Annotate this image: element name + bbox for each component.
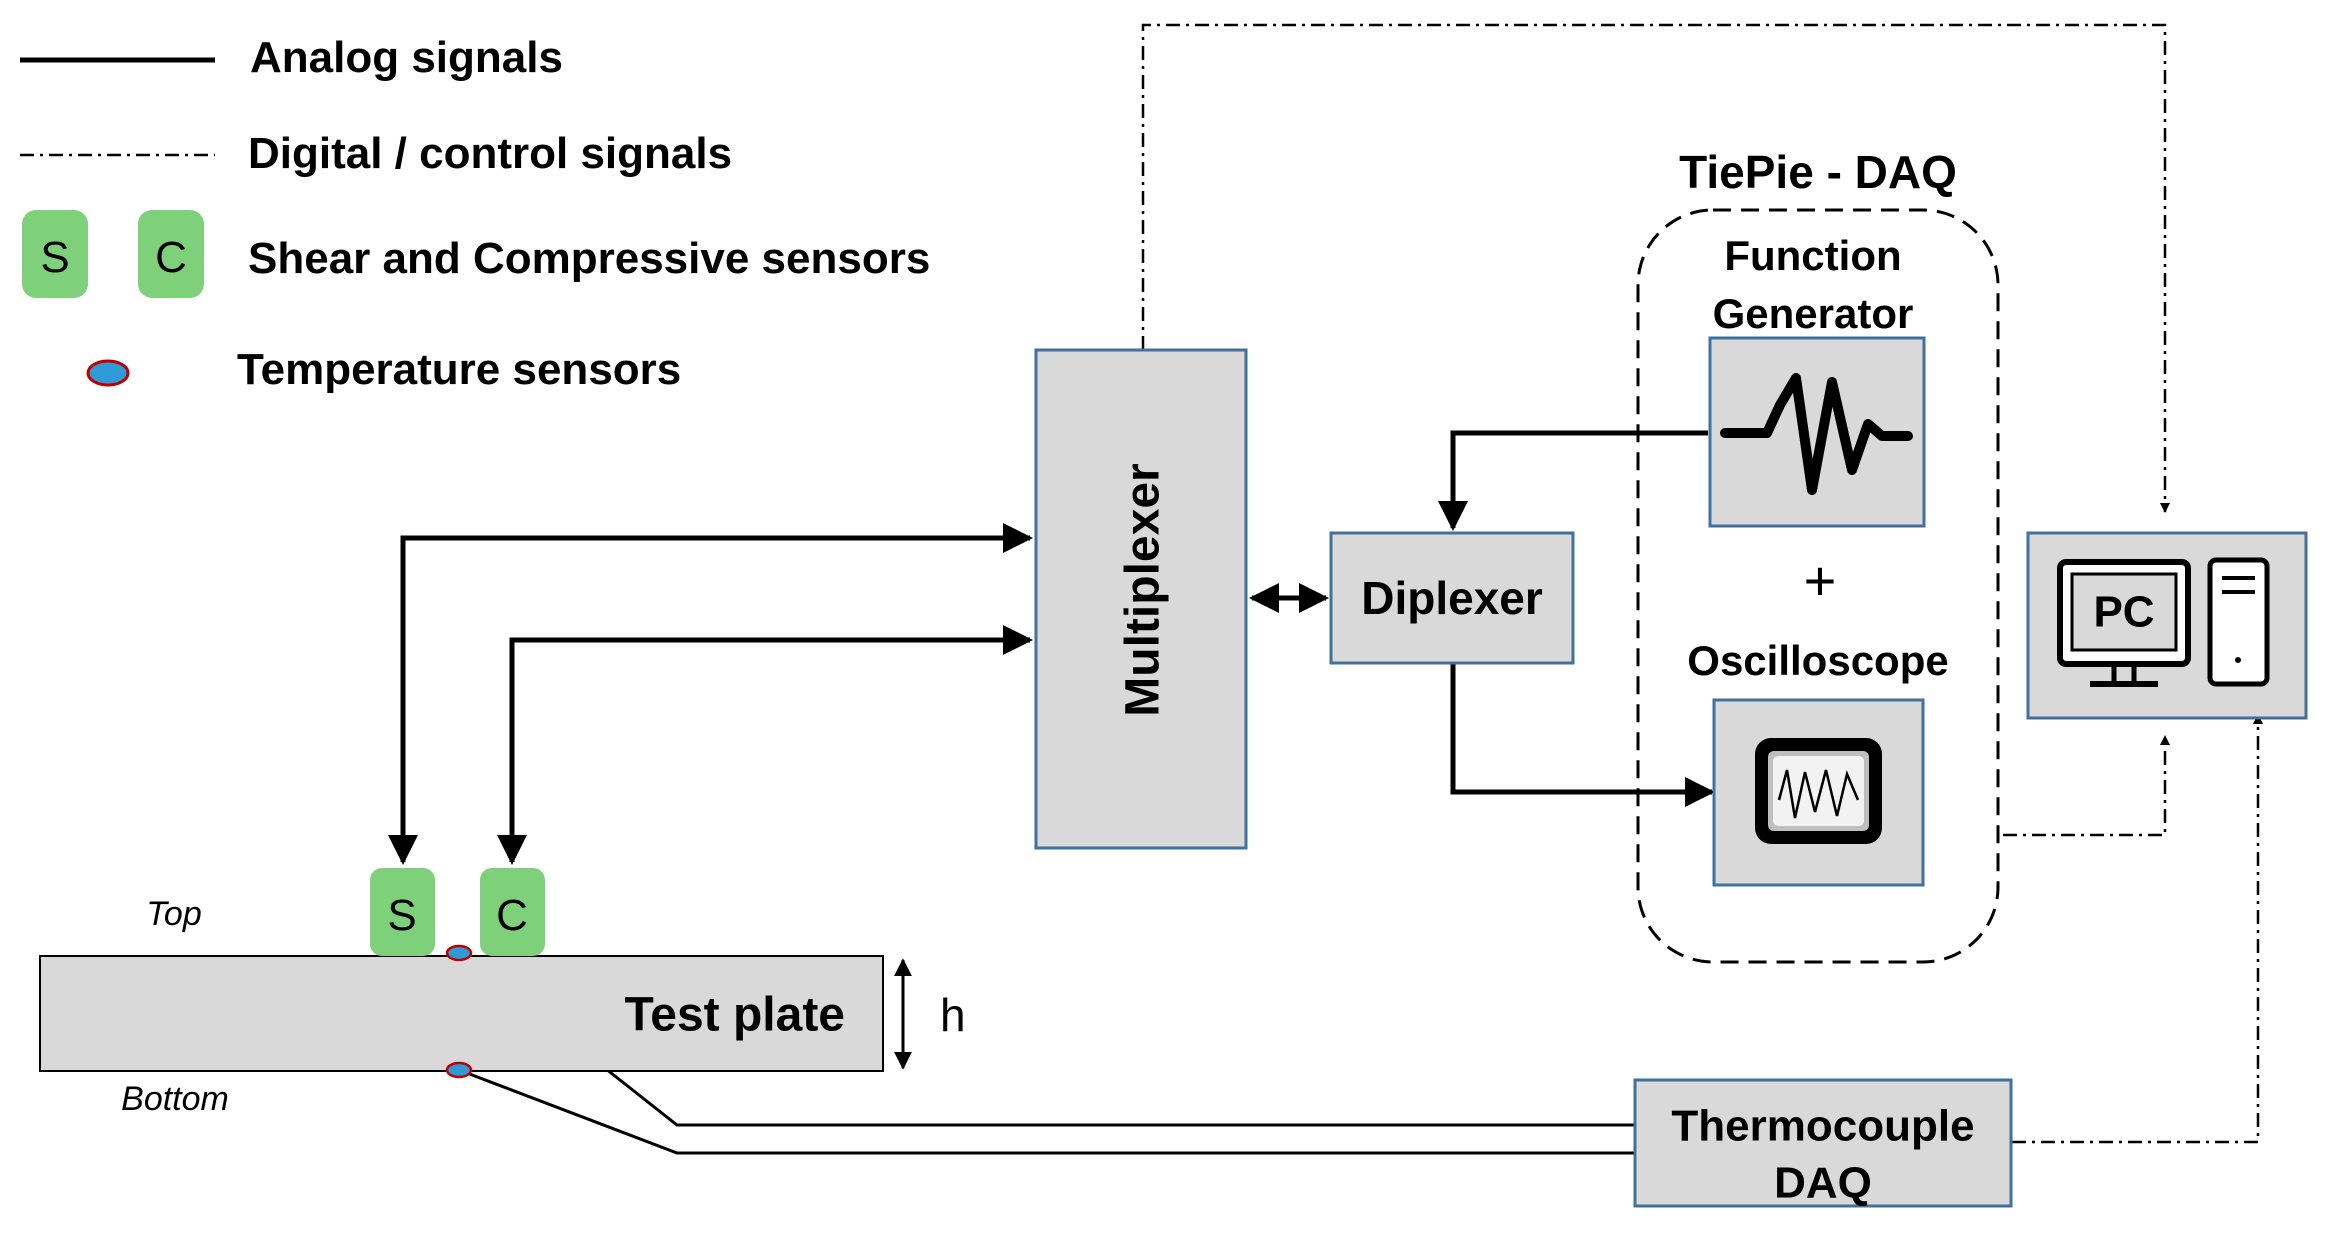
thermocouple-daq-label-1: Thermocouple xyxy=(1671,1102,1974,1151)
shear-sensor xyxy=(370,868,435,956)
digital-line-thermocouple-pc xyxy=(2012,714,2263,1144)
diplexer-box xyxy=(1329,531,1575,665)
analog-lines xyxy=(388,430,1715,865)
digital-line-daq-pc xyxy=(2003,735,2170,837)
diplexer-block: Diplexer xyxy=(1329,531,1575,665)
compressive-sensor xyxy=(480,868,545,956)
computer-icon xyxy=(2057,557,2270,687)
thickness-label: h xyxy=(940,989,966,1041)
daq-title: TiePie - DAQ xyxy=(1679,146,1957,198)
multiplexer-box xyxy=(1034,348,1248,850)
legend-temperature-sensor xyxy=(86,359,130,387)
multiplexer-block: Multiplexer xyxy=(1034,348,1248,850)
legend-shear-sensor xyxy=(22,210,88,298)
legend-digital-label: Digital / control signals xyxy=(248,129,732,178)
daq-dashed-enclosure xyxy=(1636,208,2000,964)
test-plate-label: Test plate xyxy=(625,989,846,1042)
thermocouple-daq-block: Thermocouple DAQ xyxy=(1633,1078,2013,1208)
legend: Analog signals Digital / control signals… xyxy=(20,33,930,394)
legend-analog-label: Analog signals xyxy=(250,33,563,82)
diplexer-label: Diplexer xyxy=(1361,572,1543,624)
plate-bottom-label: Bottom xyxy=(121,1080,229,1118)
shear-sensor-letter: S xyxy=(387,891,416,940)
thermocouple-daq-box xyxy=(1633,1078,2013,1208)
compressive-sensor-letter: C xyxy=(496,891,528,940)
legend-compressive-letter: C xyxy=(155,233,187,282)
oscilloscope-label: Oscilloscope xyxy=(1687,637,1948,684)
thermocouple-daq-label-2: DAQ xyxy=(1774,1159,1872,1208)
pc-block: PC xyxy=(2026,531,2308,720)
multiplexer-label: Multiplexer xyxy=(1117,463,1170,716)
analog-line-diplexer-oscilloscope xyxy=(1450,662,1715,807)
waveform-icon xyxy=(1720,373,1913,495)
analog-line-shear-sensor xyxy=(388,523,1033,865)
test-plate xyxy=(39,955,884,1072)
plate-top-label: Top xyxy=(146,895,201,933)
test-plate-group: Test plate Top Bottom h S C xyxy=(39,868,966,1118)
temperature-sensor-top xyxy=(445,944,473,962)
function-generator-label-2: Generator xyxy=(1713,290,1914,337)
legend-sensors-label: Shear and Compressive sensors xyxy=(248,234,930,283)
analog-line-generator-diplexer xyxy=(1438,430,1708,531)
temperature-sensor-bottom xyxy=(445,1061,473,1079)
plus-sign: + xyxy=(1804,549,1837,612)
oscilloscope-screen-icon xyxy=(1755,738,1882,844)
legend-shear-letter: S xyxy=(40,233,69,282)
analog-line-compressive-sensor xyxy=(497,625,1033,865)
pc-label: PC xyxy=(2093,588,2154,637)
digital-line-multiplexer-pc xyxy=(1141,23,2170,513)
legend-temperature-label: Temperature sensors xyxy=(237,345,681,394)
tiepie-daq-group: TiePie - DAQ Function Generator + Oscill… xyxy=(1636,146,2000,964)
function-generator-label-1: Function xyxy=(1724,232,1901,279)
legend-compressive-sensor xyxy=(138,210,204,298)
thermocouple-wire-bottom xyxy=(458,1068,1635,1155)
digital-lines xyxy=(1141,23,2263,1144)
